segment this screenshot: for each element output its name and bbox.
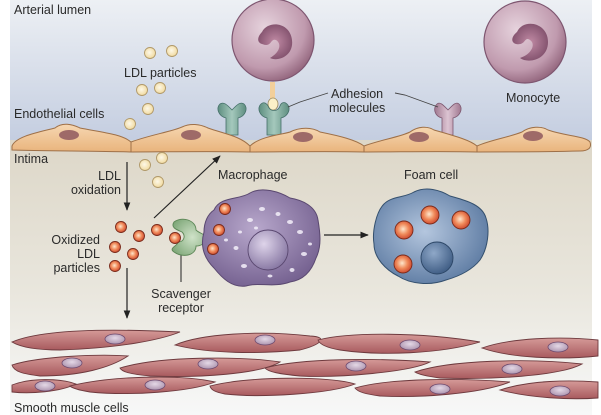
foam-cell [373, 188, 489, 284]
monocyte-free [483, 0, 567, 84]
label-foam-cell: Foam cell [404, 168, 458, 182]
label-ldl-particles: LDL particles [124, 66, 197, 80]
adhesion-tether [270, 82, 275, 102]
label-arterial-lumen: Arterial lumen [14, 3, 91, 17]
arrow-to-lumen [153, 155, 221, 219]
label-ldl-oxidation-1: LDL [98, 169, 121, 183]
label-scavenger-1: Scavenger [151, 287, 211, 301]
ldl-particles [124, 45, 178, 188]
label-oxidized-2: LDL [77, 247, 100, 261]
tether-knob [267, 97, 279, 111]
adhesion-molecule-3 [434, 102, 462, 136]
label-endothelial-cells: Endothelial cells [14, 107, 104, 121]
label-adhesion-2: molecules [329, 101, 385, 115]
label-smooth-muscle-cells: Smooth muscle cells [14, 401, 129, 415]
scavenger-receptor [169, 218, 207, 256]
label-oxidized-3: particles [53, 261, 100, 275]
smooth-muscle-nuclei [34, 333, 571, 397]
adhesion-pointer-right [394, 92, 439, 108]
label-oxidized-1: Oxidized [51, 233, 100, 247]
label-adhesion-1: Adhesion [331, 87, 383, 101]
smooth-muscle-layer [11, 329, 599, 400]
monocyte-bound [231, 0, 315, 82]
label-ldl-oxidation-2: oxidation [71, 183, 121, 197]
label-scavenger-2: receptor [158, 301, 204, 315]
adhesion-pointer-left [287, 92, 329, 108]
oxidized-ldl-particles [109, 221, 163, 272]
endothelial-layer [11, 123, 591, 153]
adhesion-molecule-1 [217, 102, 247, 136]
label-macrophage: Macrophage [218, 168, 288, 182]
macrophage [201, 189, 321, 287]
adhesion-molecule-2 [258, 102, 290, 136]
label-monocyte: Monocyte [506, 91, 560, 105]
label-intima: Intima [14, 152, 48, 166]
